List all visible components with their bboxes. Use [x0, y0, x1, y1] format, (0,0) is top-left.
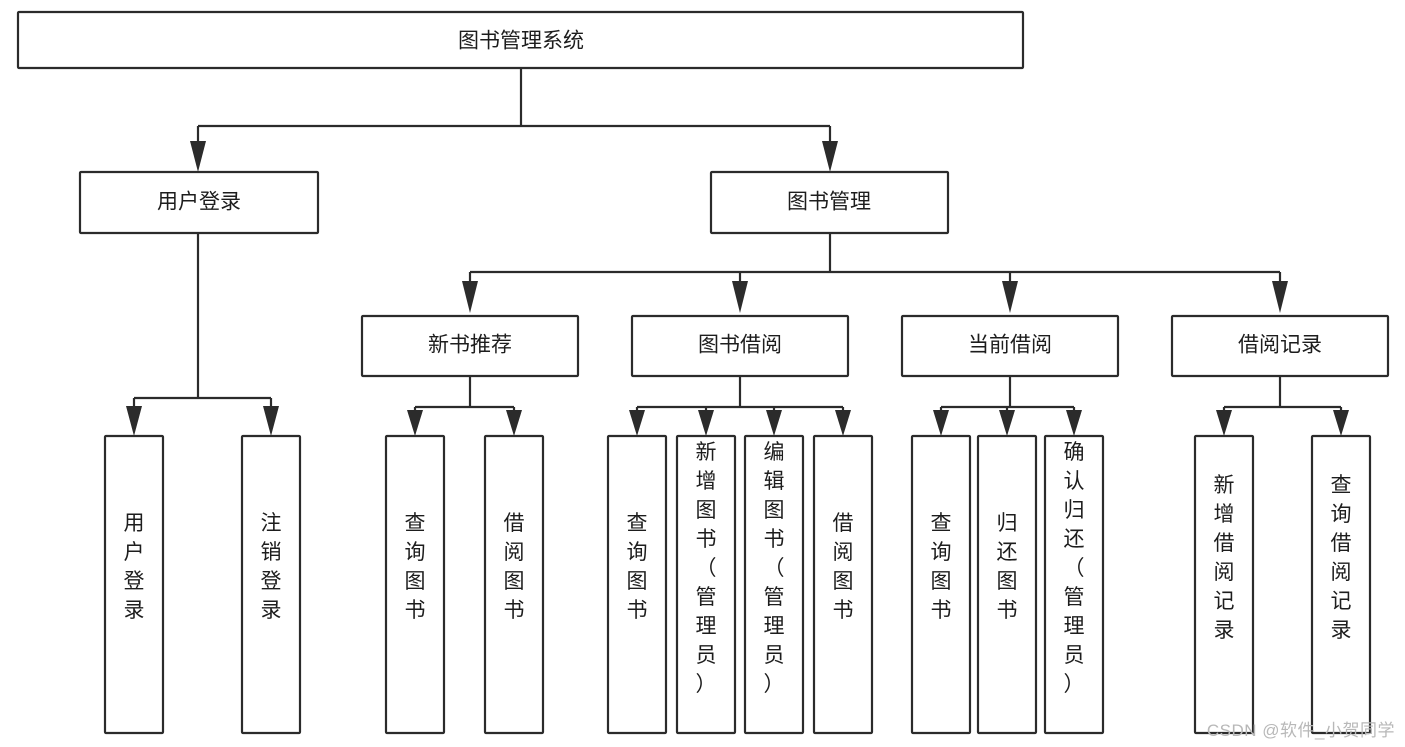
node-book-manage-label: 图书管理	[787, 191, 871, 214]
arrow-to-bookborrow-icon	[732, 281, 748, 313]
arrow-leaf-user-login-icon	[126, 406, 142, 436]
node-current-borrow[interactable]: 当前借阅	[900, 314, 1120, 378]
arrow-leaf-return-book-icon	[999, 410, 1015, 436]
node-book-borrow-label: 图书借阅	[698, 334, 782, 357]
arrow-leaf-add-book-icon	[698, 410, 714, 436]
arrow-leaf-add-record-icon	[1216, 410, 1232, 436]
node-leaf-add-record-label: 新增借阅记录	[1214, 474, 1235, 642]
node-root[interactable]: 图书管理系统	[16, 10, 1025, 70]
arrow-leaf-edit-book-icon	[766, 410, 782, 436]
node-leaf-borrow-book-1-label: 借阅图书	[504, 512, 525, 622]
node-leaf-query-book-2[interactable]: 查询图书	[606, 434, 668, 735]
node-leaf-return-book-label: 归还图书	[997, 512, 1018, 622]
node-book-borrow[interactable]: 图书借阅	[630, 314, 850, 378]
node-leaf-edit-book-label: 编辑图书（管理员）	[764, 441, 785, 696]
arrow-to-borrowrecord-icon	[1272, 281, 1288, 313]
node-leaf-borrow-book-2[interactable]: 借阅图书	[812, 434, 874, 735]
node-root-label: 图书管理系统	[458, 30, 584, 53]
arrow-leaf-borrow-book-2-icon	[835, 410, 851, 436]
node-leaf-query-record-label: 查询借阅记录	[1331, 474, 1352, 642]
node-leaf-query-book-3-label: 查询图书	[931, 512, 952, 622]
node-leaf-query-book-2-label: 查询图书	[627, 512, 648, 622]
arrow-leaf-logout-icon	[263, 406, 279, 436]
arrow-leaf-confirm-return-icon	[1066, 410, 1082, 436]
node-leaf-borrow-book-1[interactable]: 借阅图书	[483, 434, 545, 735]
node-leaf-return-book[interactable]: 归还图书	[976, 434, 1038, 735]
connector-layer	[126, 68, 1349, 436]
node-leaf-query-book-1-label: 查询图书	[405, 512, 426, 622]
arrow-leaf-borrow-book-1-icon	[506, 410, 522, 436]
node-leaf-edit-book[interactable]: 编辑图书（管理员）	[743, 434, 805, 735]
node-leaf-user-login[interactable]: 用户登录	[103, 434, 165, 735]
node-leaf-confirm-return-label: 确认归还（管理员）	[1064, 441, 1085, 696]
node-leaf-borrow-book-2-label: 借阅图书	[833, 512, 854, 622]
node-leaf-user-login-label: 用户登录	[124, 512, 145, 622]
arrow-to-newbook-icon	[462, 281, 478, 313]
arrow-leaf-query-book-2-icon	[629, 410, 645, 436]
arrow-to-user-login-icon	[190, 141, 206, 172]
node-new-book-recommend[interactable]: 新书推荐	[360, 314, 580, 378]
node-leaf-logout-label: 注销登录	[261, 512, 282, 622]
node-current-borrow-label: 当前借阅	[968, 334, 1052, 357]
arrow-leaf-query-book-3-icon	[933, 410, 949, 436]
node-leaf-logout[interactable]: 注销登录	[240, 434, 302, 735]
csdn-watermark: CSDN @软件_小贺同学	[1206, 721, 1395, 740]
node-user-login[interactable]: 用户登录	[78, 170, 320, 235]
node-new-book-recommend-label: 新书推荐	[428, 334, 512, 357]
node-borrow-record-label: 借阅记录	[1238, 334, 1322, 357]
node-leaf-add-record[interactable]: 新增借阅记录	[1193, 434, 1255, 735]
node-leaf-add-book[interactable]: 新增图书（管理员）	[675, 434, 737, 735]
node-borrow-record[interactable]: 借阅记录	[1170, 314, 1390, 378]
node-leaf-query-book-3[interactable]: 查询图书	[910, 434, 972, 735]
arrow-leaf-query-book-1-icon	[407, 410, 423, 436]
arrow-to-currentborrow-icon	[1002, 281, 1018, 313]
node-user-login-label: 用户登录	[157, 191, 241, 214]
node-leaf-confirm-return[interactable]: 确认归还（管理员）	[1043, 434, 1105, 735]
node-book-manage[interactable]: 图书管理	[709, 170, 950, 235]
arrow-leaf-query-record-icon	[1333, 410, 1349, 436]
node-leaf-query-record[interactable]: 查询借阅记录	[1310, 434, 1372, 735]
node-leaf-query-book-1[interactable]: 查询图书	[384, 434, 446, 735]
node-leaf-add-book-label: 新增图书（管理员）	[696, 441, 717, 696]
arrow-to-book-manage-icon	[822, 141, 838, 172]
